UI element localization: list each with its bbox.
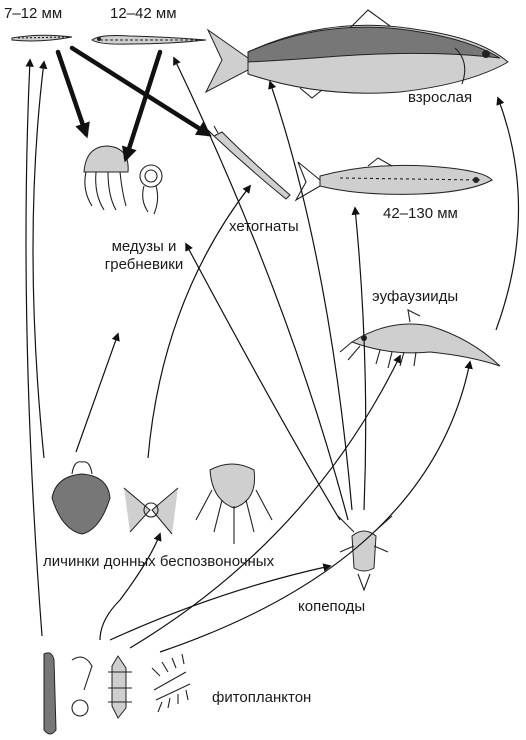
- label-euphausiids: эуфаузииды: [372, 288, 458, 306]
- label-copepods: копеподы: [298, 598, 365, 616]
- label-larva-small: 7–12 мм: [4, 5, 62, 23]
- label-juvenile: 42–130 мм: [383, 205, 458, 223]
- arrow-benthic-to-jellies: [76, 334, 118, 452]
- label-adult: взрослая: [408, 89, 472, 107]
- arrow-euphausiid-to-adult: [496, 98, 519, 330]
- arrow-benthic-to-copepod: [100, 534, 160, 640]
- larva-small-illustration: [12, 35, 72, 41]
- arrow-copepod-to-adult: [270, 82, 352, 510]
- juvenile-herring-illustration: [296, 158, 492, 200]
- larva-large-illustration: [92, 36, 206, 45]
- label-phytoplankton: фитопланктон: [212, 689, 311, 707]
- phytoplankton-illustration: [44, 653, 190, 734]
- label-jellies-line2: гребневики: [94, 256, 194, 274]
- benthic-larvae-illustration: [52, 462, 272, 544]
- arrow-benthic-to-small-larva: [33, 62, 44, 458]
- bold-arrow-large-larva-to-jellies: [126, 52, 160, 158]
- label-benthic-larvae: личинки донных беспозвоночных: [43, 553, 274, 571]
- label-larva-large: 12–42 мм: [110, 5, 177, 23]
- bold-arrow-small-larva-to-jellies: [58, 52, 86, 134]
- jellyfish-illustration: [84, 146, 162, 214]
- bold-arrows: [58, 48, 208, 158]
- arrow-copepod-to-jellies: [186, 244, 340, 520]
- label-chaetognaths: хетогнаты: [229, 218, 299, 236]
- arrow-copepod-to-juvenile: [355, 208, 366, 510]
- adult-herring-illustration: [206, 10, 508, 98]
- copepod-illustration: [338, 516, 392, 590]
- label-jellies-line1: медузы и: [94, 238, 194, 256]
- label-jellies: медузы и гребневики: [94, 238, 194, 274]
- arrow-phyto-to-small-larva: [26, 60, 42, 636]
